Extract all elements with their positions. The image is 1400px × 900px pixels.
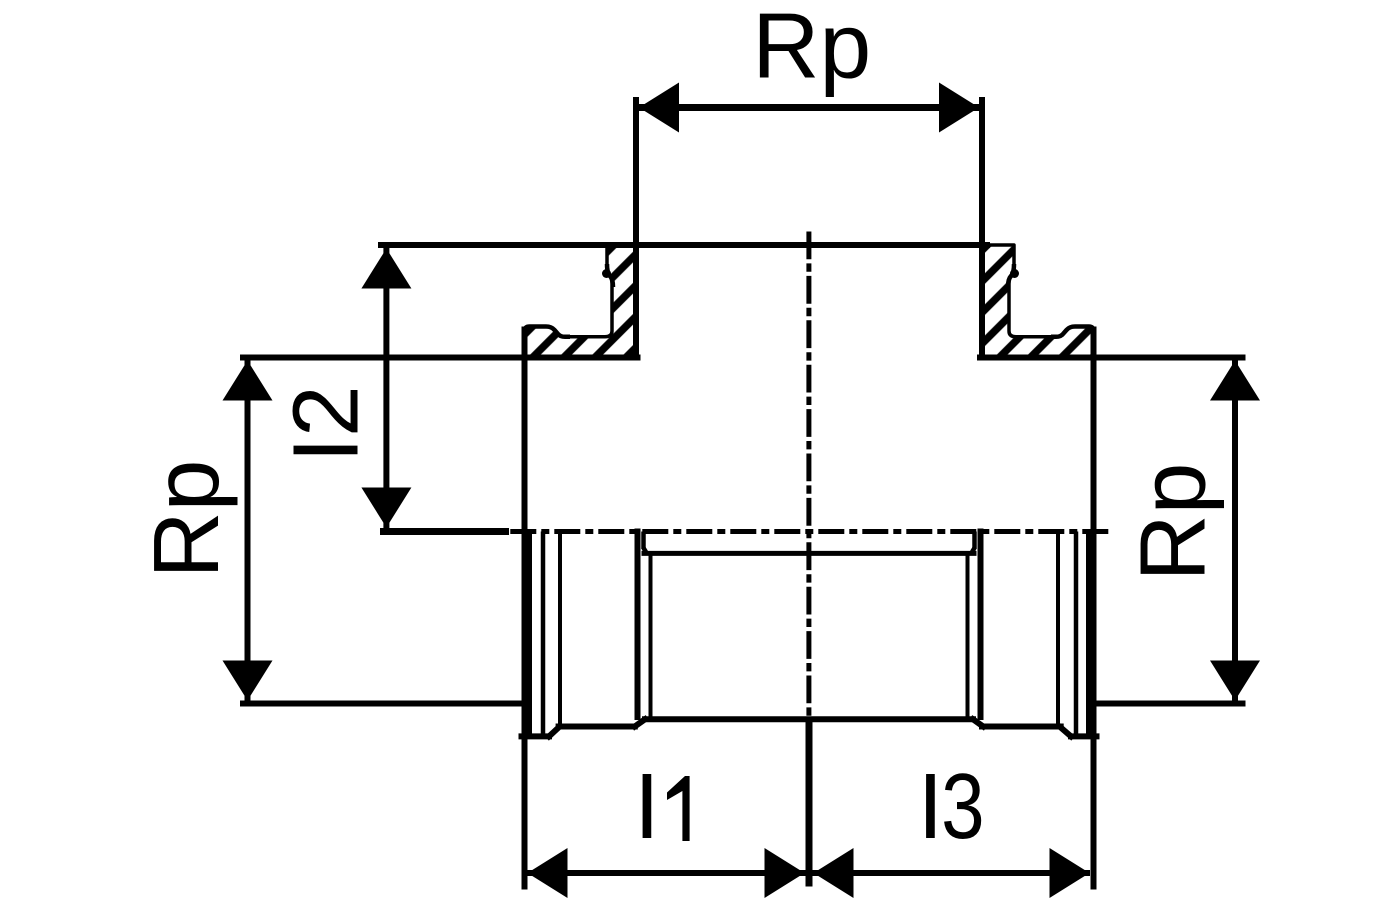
svg-text:Rp: Rp	[1121, 463, 1225, 582]
svg-text:3: 3	[941, 754, 985, 858]
svg-text:I: I	[634, 754, 660, 858]
svg-text:I2: I2	[274, 385, 378, 463]
svg-text:Rp: Rp	[752, 0, 871, 97]
svg-text:I: I	[918, 754, 944, 858]
svg-text:Rp: Rp	[134, 460, 238, 579]
